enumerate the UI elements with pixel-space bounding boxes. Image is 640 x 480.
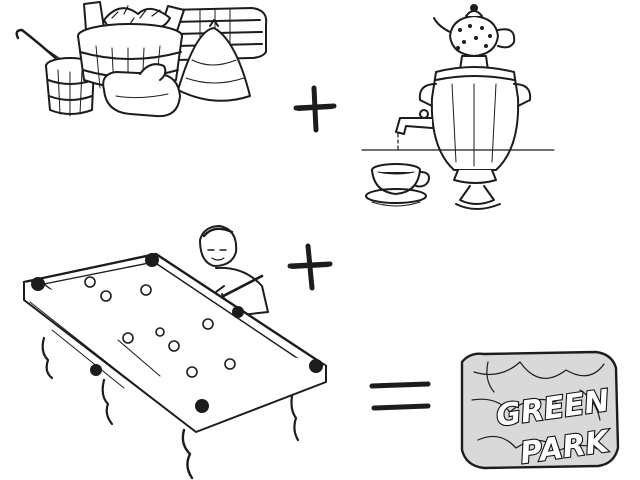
ladle-icon — [15, 28, 68, 68]
sauna-bucket-icon — [77, 1, 185, 95]
equals-sign-icon — [369, 381, 431, 411]
billiards-drawing — [22, 225, 328, 480]
sauna-hat-icon — [177, 19, 251, 102]
plus-sign-icon — [293, 85, 337, 133]
teapot-icon — [433, 4, 516, 57]
samovar-tea-drawing — [361, 4, 555, 210]
sauna-set-drawing — [15, 1, 268, 118]
samovar-icon — [395, 55, 532, 210]
billiard-table-icon — [22, 252, 328, 480]
sauna-mitten-icon — [102, 63, 181, 118]
logo-line-2: PARK — [518, 424, 614, 471]
teacup-icon — [365, 163, 430, 207]
green-park-logo-icon: GREEN PARK — [460, 350, 620, 472]
plus-sign-icon — [287, 243, 333, 291]
